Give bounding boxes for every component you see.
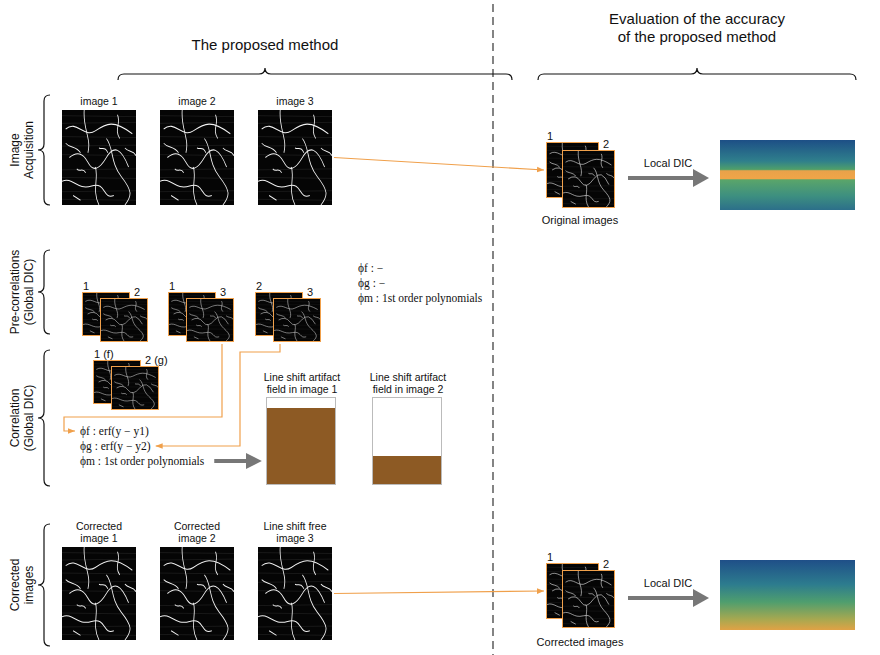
braces (38, 68, 856, 646)
micrograph (101, 299, 147, 341)
micrograph (62, 110, 136, 205)
micrograph-texture (187, 299, 233, 341)
image-number: 3 (307, 286, 313, 299)
micrograph-texture (563, 151, 614, 207)
acquired-image: image 3 (258, 110, 332, 205)
arrow-label: Local DIC (623, 577, 713, 590)
equation: ϕf : erf(y − y1) (80, 424, 149, 438)
image-number: 1 (169, 280, 175, 293)
micrograph (258, 110, 332, 205)
image-caption: image 1 (62, 95, 136, 110)
connector (64, 344, 222, 431)
connector (334, 158, 544, 171)
stage-label: Image Acquisition (8, 113, 36, 188)
divider-line (492, 4, 493, 655)
micrograph-texture (563, 571, 614, 627)
acquired-image: image 2 (160, 110, 234, 205)
image-caption: Corrected image 2 (160, 520, 234, 547)
micrograph (160, 547, 234, 640)
equation: ϕm : 1st order polynomials (358, 291, 482, 305)
micrograph (112, 367, 158, 409)
corrected-image: Corrected image 2 (160, 547, 234, 640)
image-frame: 2 (562, 570, 615, 628)
stage-label: Pre-correlations (Global DIC) (8, 242, 36, 342)
local-dic-arrows (628, 169, 709, 607)
artifact-field: Line shift artifact field in image 1 (266, 397, 336, 485)
image-caption: Line shift free image 3 (258, 520, 332, 547)
image-caption: image 3 (258, 95, 332, 110)
section-header: Evaluation of the accuracy of the propos… (605, 10, 790, 46)
micrograph-texture (258, 110, 332, 205)
corrected-image: Corrected image 1 (62, 547, 136, 640)
image-number: 1 (547, 551, 553, 564)
equation: ϕf : − (358, 261, 383, 275)
micrograph-texture (258, 547, 332, 640)
connector (334, 591, 544, 594)
micrograph-texture (274, 299, 320, 341)
micrograph-texture (160, 547, 234, 640)
shape-function: ϕg : erf(y − y2) (78, 439, 153, 453)
image-caption: Corrected image 1 (62, 520, 136, 547)
image-frame: 2 (562, 150, 615, 208)
image-number: 2 (603, 558, 609, 571)
section-header: The proposed method (115, 36, 415, 54)
micrograph (62, 547, 136, 640)
image-number: 1 (547, 130, 553, 143)
image-pair-caption: Corrected images (525, 636, 635, 649)
micrograph (563, 151, 614, 207)
image-number: 2 (603, 138, 609, 151)
artifact-region (373, 456, 441, 484)
micrograph (187, 299, 233, 341)
arrow-label: Local DIC (623, 157, 713, 170)
shape-function: ϕm : 1st order polynomials (78, 454, 206, 468)
image-caption: image 2 (160, 95, 234, 110)
stage-label: Corrected images (8, 550, 36, 620)
image-frame: 3 (273, 298, 321, 342)
image-number: 3 (220, 286, 226, 299)
equation: ϕm : 1st order polynomials (80, 454, 204, 468)
micrograph-texture (160, 110, 234, 205)
image-pair-caption: Original images (525, 214, 635, 227)
micrograph (274, 299, 320, 341)
image-frame: 2 (g) (111, 366, 159, 410)
micrograph (563, 571, 614, 627)
image-frame: 3 (186, 298, 234, 342)
field-caption: Line shift artifact field in image 2 (363, 371, 453, 398)
field-caption: Line shift artifact field in image 1 (257, 371, 347, 398)
micrograph (160, 110, 234, 205)
connector (214, 459, 249, 463)
micrograph-texture (101, 299, 147, 341)
acquired-image: image 1 (62, 110, 136, 205)
corrected-image: Line shift free image 3 (258, 547, 332, 640)
micrograph-texture (62, 110, 136, 205)
equation: ϕg : − (358, 276, 385, 290)
micrograph-texture (112, 367, 158, 409)
image-number: 2 (256, 280, 262, 293)
stage-label: Correlation (Global DIC) (8, 368, 36, 468)
connector (156, 344, 280, 446)
image-number: 1 (f) (94, 348, 114, 361)
image-number: 2 (g) (145, 354, 168, 367)
displacement-map (720, 140, 855, 210)
micrograph-texture (62, 547, 136, 640)
artifact-field: Line shift artifact field in image 2 (372, 397, 442, 485)
shape-function: ϕf : erf(y − y1) (78, 424, 151, 438)
displacement-map (720, 560, 855, 630)
image-number: 2 (134, 286, 140, 299)
image-frame: 2 (100, 298, 148, 342)
equation: ϕg : erf(y − y2) (80, 439, 151, 453)
micrograph (258, 547, 332, 640)
image-number: 1 (83, 280, 89, 293)
artifact-region (267, 408, 335, 484)
